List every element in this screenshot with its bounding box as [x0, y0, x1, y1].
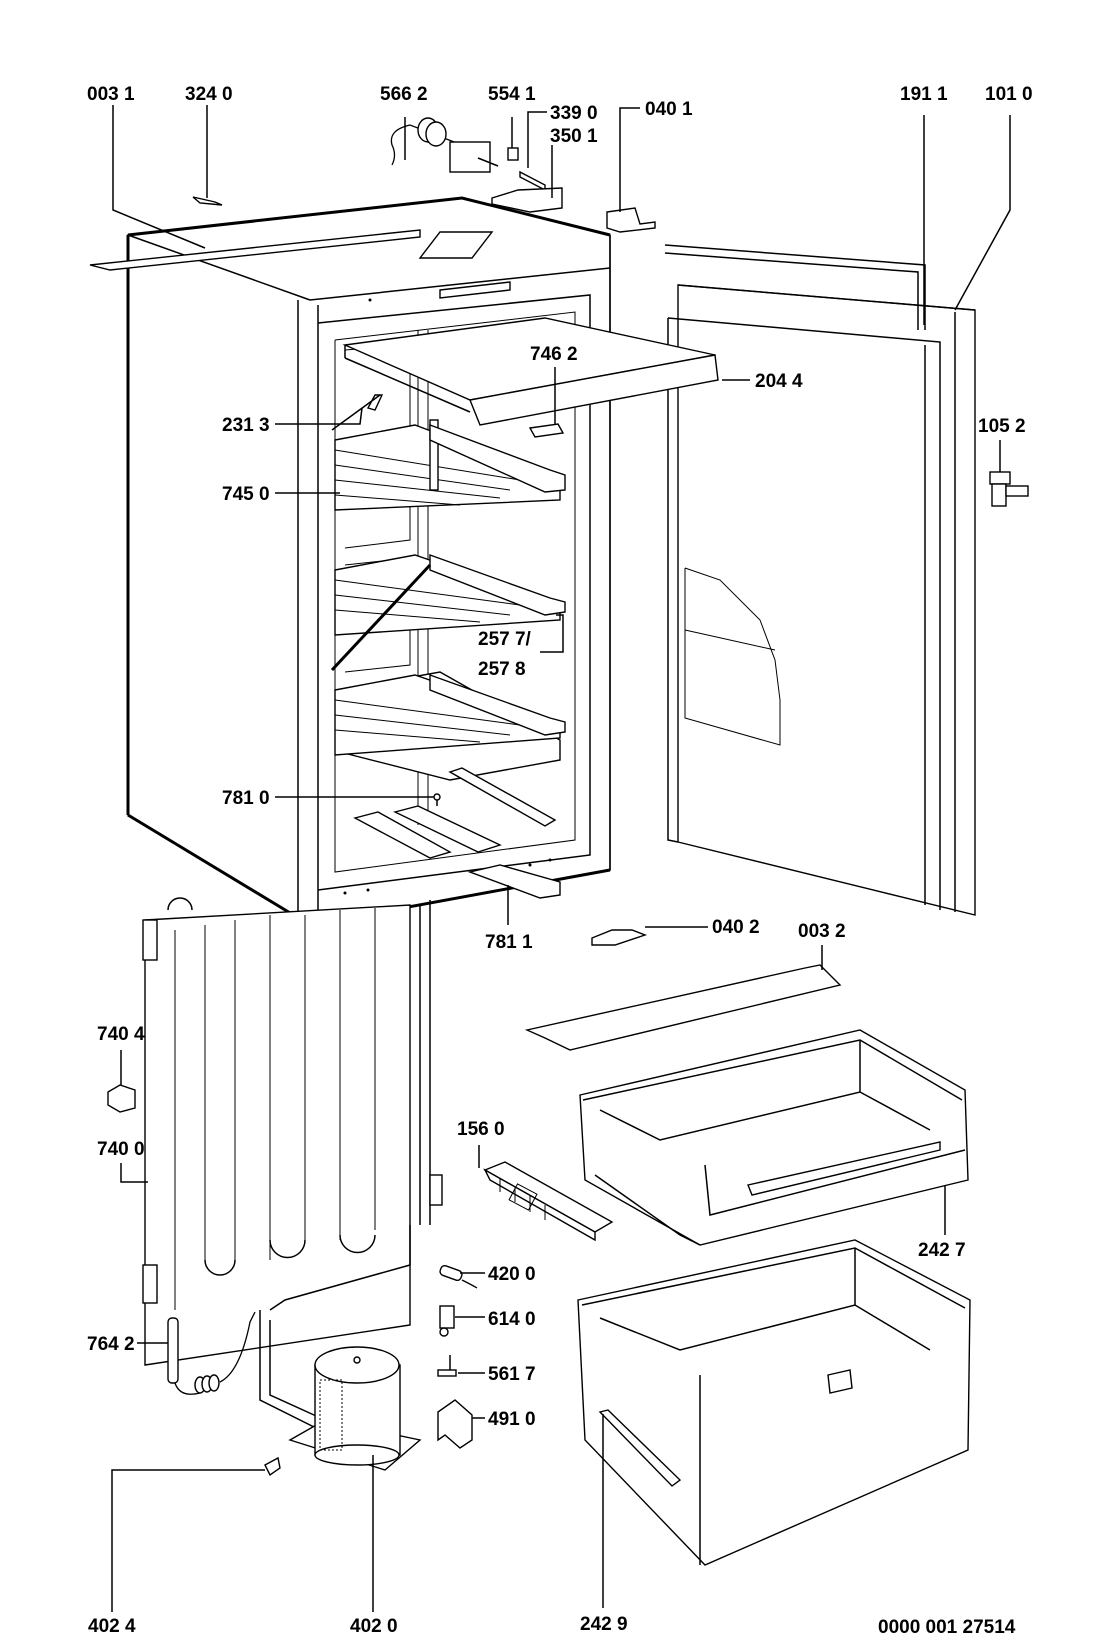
label-740-4: 740 4 — [97, 1024, 145, 1045]
terminal-cover-part — [437, 1399, 473, 1449]
crisper-drawer-top-part — [579, 1029, 969, 1246]
labels: 003 1 324 0 566 2 554 1 339 0 350 1 040 … — [87, 84, 1033, 1638]
label-781-1: 781 1 — [485, 932, 533, 953]
drain-plug-part — [433, 793, 441, 806]
wire-shelf-middle — [334, 554, 566, 636]
label-402-0: 402 0 — [350, 1616, 398, 1637]
part-561-7 — [437, 1355, 457, 1377]
part-324-0 — [192, 196, 223, 206]
condenser-part — [142, 897, 443, 1366]
thermostat-part — [390, 117, 499, 173]
label-764-2: 764 2 — [87, 1334, 135, 1355]
label-242-7: 242 7 — [918, 1240, 966, 1261]
label-101-0: 101 0 — [985, 84, 1033, 105]
label-003-1: 003 1 — [87, 84, 135, 105]
label-040-2: 040 2 — [712, 917, 760, 938]
door-hinge-part — [989, 471, 1029, 507]
filter-dryer-part — [167, 1311, 256, 1395]
cabinet — [126, 196, 611, 927]
wire-shelf-top — [334, 419, 566, 511]
part-402-4 — [264, 1456, 281, 1477]
part-740-4 — [107, 1084, 136, 1113]
hinge-bottom-part — [591, 929, 648, 946]
label-191-1: 191 1 — [900, 84, 948, 105]
label-554-1: 554 1 — [488, 84, 536, 105]
label-242-9: 242 9 — [580, 1614, 628, 1635]
label-231-3: 231 3 — [222, 415, 270, 436]
label-257-7: 257 7/ — [478, 629, 532, 650]
label-491-0: 491 0 — [488, 1409, 536, 1430]
label-614-0: 614 0 — [488, 1309, 536, 1330]
pipe — [259, 1310, 321, 1431]
label-003-2: 003 2 — [798, 921, 846, 942]
top-rail-part — [89, 229, 421, 271]
label-781-0: 781 0 — [222, 788, 270, 809]
label-745-0: 745 0 — [222, 484, 270, 505]
label-204-4: 204 4 — [755, 371, 803, 392]
drawer-rail-part — [598, 1409, 682, 1487]
drawing-number: 0000 001 27514 — [878, 1617, 1016, 1638]
diagonal-tube — [330, 563, 432, 672]
capacitor-part — [439, 1264, 478, 1289]
pipe — [269, 1320, 326, 1421]
label-746-2: 746 2 — [530, 344, 578, 365]
wire-shelf-bottom — [334, 674, 566, 756]
crisper-drawer-bottom-part — [577, 1239, 971, 1566]
hinge-top-part — [606, 207, 656, 233]
label-156-0: 156 0 — [457, 1119, 505, 1140]
part-746-2 — [528, 423, 565, 438]
label-561-7: 561 7 — [488, 1364, 536, 1385]
ice-tray-part — [483, 1161, 614, 1242]
door — [664, 244, 976, 916]
light-cover-part — [366, 394, 384, 411]
label-350-1: 350 1 — [550, 126, 598, 147]
part-339-0 — [519, 170, 546, 192]
label-420-0: 420 0 — [488, 1264, 536, 1285]
compressor-part — [288, 1346, 422, 1471]
relay-part — [439, 1305, 455, 1337]
control-panel-part — [491, 187, 563, 213]
pipe — [269, 1225, 411, 1311]
label-402-4: 402 4 — [88, 1616, 136, 1637]
part-554-1 — [507, 147, 519, 161]
drain-channel-part — [467, 864, 561, 899]
glass-shelf-part — [342, 317, 719, 426]
label-740-0: 740 0 — [97, 1139, 145, 1160]
leader-lines — [111, 105, 1011, 1612]
label-566-2: 566 2 — [380, 84, 428, 105]
label-040-1: 040 1 — [645, 99, 693, 120]
label-324-0: 324 0 — [185, 84, 233, 105]
label-105-2: 105 2 — [978, 416, 1026, 437]
bottom-rail-part — [524, 964, 842, 1051]
label-339-0: 339 0 — [550, 103, 598, 124]
label-257-8: 257 8 — [478, 659, 526, 680]
